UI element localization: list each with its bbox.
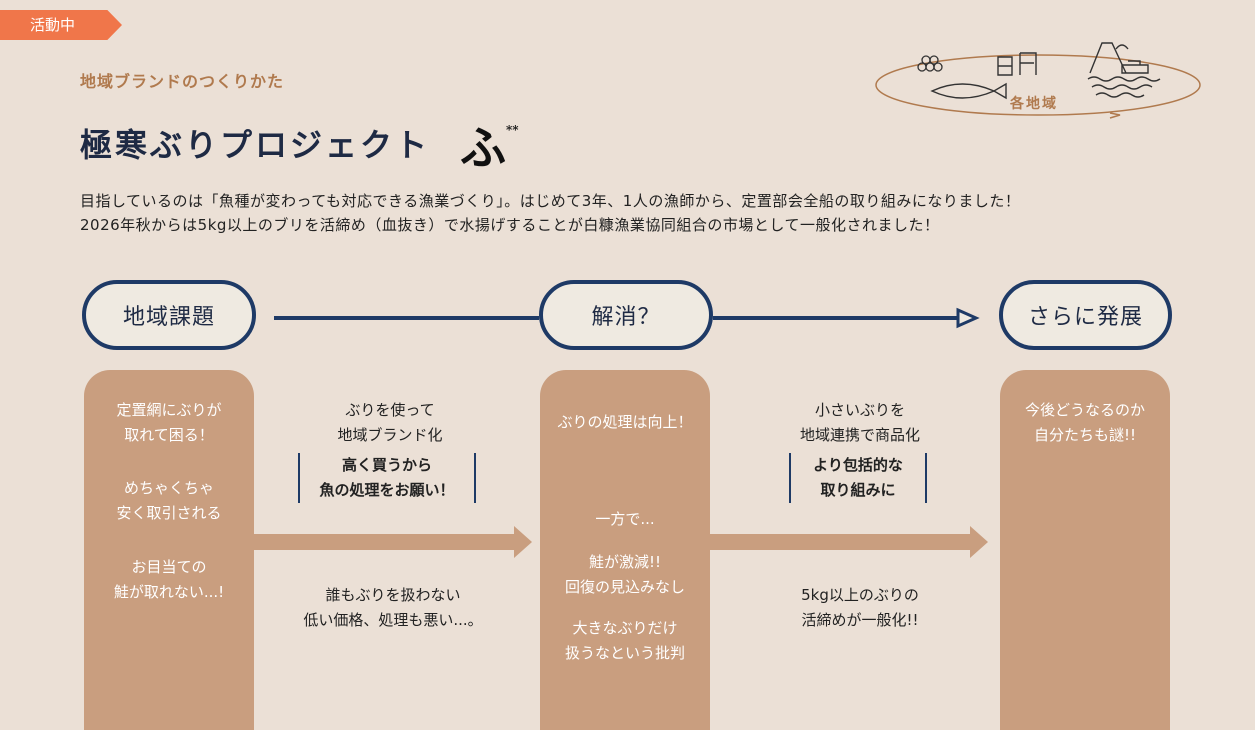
col3-text-a: 今後どうなるのか 自分たちも謎!!: [1024, 401, 1145, 444]
column-further-development: 今後どうなるのか 自分たちも謎!!: [1000, 370, 1170, 730]
transition-arrow-2-head-icon: [970, 526, 988, 558]
transition2-top-text: 小さいぶりを 地域連携で商品化: [799, 401, 920, 444]
col2-text-b: 一方で...: [595, 510, 655, 528]
transition-arrow-1-body: [254, 534, 518, 550]
transition1-bracket-text: 高く買うから 魚の処理をお願い！: [298, 453, 476, 503]
transition-arrow-2-body: [710, 534, 974, 550]
transition1-top-text: ぶりを使って 地域ブランド化: [337, 401, 443, 444]
status-badge: 活動中: [0, 10, 122, 40]
logo-mark: **: [506, 122, 519, 137]
col1-text-a: 定置網にぶりが 取れて困る！: [116, 401, 222, 444]
col1-text-c: お目当ての 鮭が取れない...!: [113, 558, 225, 601]
timeline-arrows: [254, 307, 988, 558]
col2-text-c: 鮭が激減!! 回復の見込みなし: [564, 553, 685, 596]
stage-resolution: 解消？: [539, 280, 713, 350]
col2-text-d: 大きなぶりだけ 扱うなという批判: [564, 619, 685, 662]
stage-local-issue: 地域課題: [82, 280, 256, 350]
column-local-issue: 定置網にぶりが 取れて困る！ めちゃくちゃ 安く取引される お目当ての 鮭が取れ…: [84, 370, 254, 730]
region-label: 各地域: [1010, 96, 1058, 112]
section-subtitle: 地域ブランドのつくりかた: [80, 72, 285, 91]
project-logo: ふ**: [460, 112, 519, 178]
region-illustration: 各地域: [870, 35, 1210, 125]
region-map-icon: [875, 42, 1201, 119]
page-title: 極寒ぶりプロジェクト: [80, 126, 431, 164]
description: 目指しているのは「魚種が変わっても対応できる漁業づくり」。はじめて3年、1人の漁…: [80, 189, 1020, 237]
transition1-bottom-text: 誰もぶりを扱わない 低い価格、処理も悪い...。: [303, 586, 483, 629]
stage-further-development: さらに発展: [999, 280, 1172, 350]
transition2-bottom-text: 5kg以上のぶりの 活締めが一般化!!: [801, 586, 919, 629]
logo-char: ふ: [460, 121, 506, 175]
timeline-arrowhead-icon: [956, 307, 980, 329]
transition-arrow-1-head-icon: [514, 526, 532, 558]
column-resolution: ぶりの処理は向上！ 一方で... 鮭が激減!! 回復の見込みなし 大きなぶりだけ…: [540, 370, 710, 730]
description-line-2: 2026年秋からは5kg以上のブリを活締め（血抜き）で水揚げすることが白糠漁業協…: [80, 216, 940, 234]
col1-text-b: めちゃくちゃ 安く取引される: [116, 479, 222, 522]
col2-text-a: ぶりの処理は向上！: [557, 413, 693, 431]
transition2-bracket-text: より包括的な 取り組みに: [789, 453, 927, 503]
description-line-1: 目指しているのは「魚種が変わっても対応できる漁業づくり」。はじめて3年、1人の漁…: [80, 192, 1021, 210]
